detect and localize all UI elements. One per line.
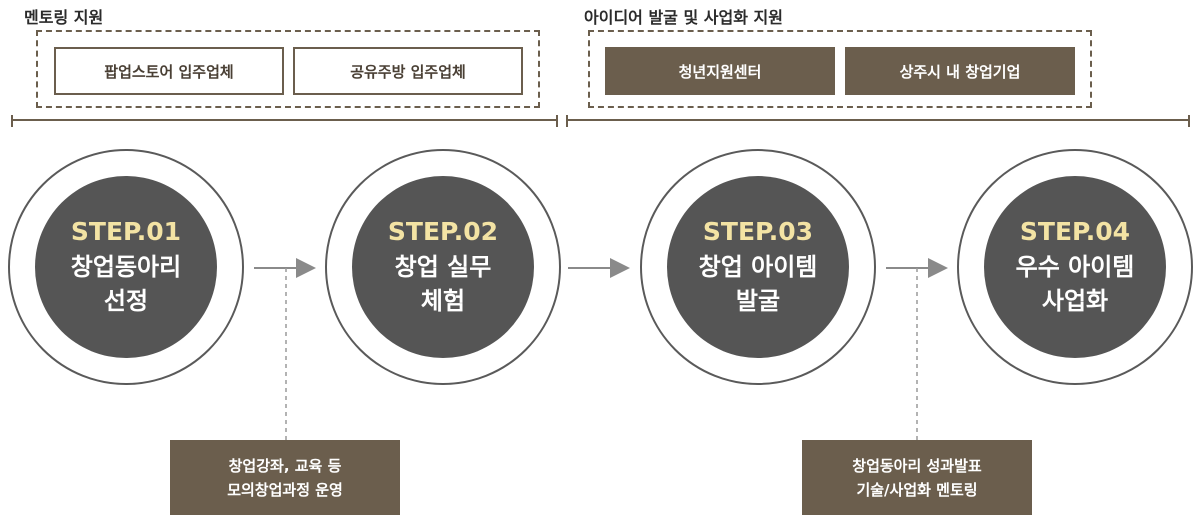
step-3-title-line1: 창업 아이템	[698, 252, 818, 281]
step-2-title-line2: 체험	[420, 286, 466, 315]
step-3-title-line2: 발굴	[735, 286, 781, 315]
step-1-title-line1: 창업동아리	[70, 252, 182, 281]
step-3-label: STEP.03	[702, 216, 814, 246]
step-1-label: STEP.01	[70, 216, 182, 246]
step-4-label: STEP.04	[1019, 216, 1131, 246]
note-2-line1: 창업동아리 성과발표	[852, 456, 982, 475]
step-1-title-line2: 선정	[103, 286, 149, 315]
idea-section-title: 아이디어 발굴 및 사업화 지원	[584, 8, 783, 27]
step-4-title-line1: 우수 아이템	[1015, 252, 1135, 281]
step-4-title-line2: 사업화	[1041, 286, 1109, 315]
chip-popup-store: 팝업스토어 입주업체	[54, 47, 284, 95]
mentoring-bracket-line	[11, 115, 558, 131]
mentoring-group-box	[36, 30, 540, 108]
step-2-title-line1: 창업 실무	[394, 252, 492, 281]
note-box-mentoring: 창업동아리 성과발표 기술/사업화 멘토링	[802, 440, 1032, 515]
step-4-circle: STEP.04 우수 아이템 사업화	[957, 149, 1193, 385]
chip-local-startups: 상주시 내 창업기업	[845, 47, 1075, 95]
idea-group-box	[588, 30, 1092, 108]
step-3-circle: STEP.03 창업 아이템 발굴	[640, 149, 876, 385]
note-1-line2: 모의창업과정 운영	[227, 480, 343, 499]
step-1-circle: STEP.01 창업동아리 선정	[8, 149, 244, 385]
note-2-line2: 기술/사업화 멘토링	[856, 480, 978, 499]
chip-shared-kitchen: 공유주방 입주업체	[293, 47, 523, 95]
note-box-education: 창업강좌, 교육 등 모의창업과정 운영	[170, 440, 400, 515]
chip-youth-center: 청년지원센터	[605, 47, 835, 95]
step-2-circle: STEP.02 창업 실무 체험	[325, 149, 561, 385]
idea-bracket-line	[566, 115, 1190, 131]
step-2-label: STEP.02	[387, 216, 499, 246]
note-1-line1: 창업강좌, 교육 등	[228, 456, 342, 475]
mentoring-section-title: 멘토링 지원	[24, 8, 104, 27]
